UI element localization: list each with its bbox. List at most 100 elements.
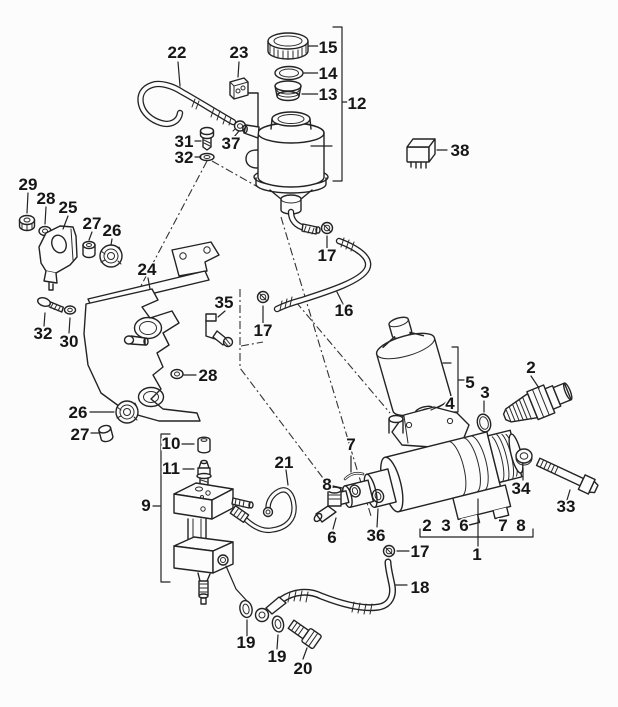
part-label-17b: 17 [254, 321, 273, 340]
washer-19a-drawing [239, 599, 253, 619]
part-label-28b: 28 [199, 366, 218, 385]
seal-ring-14-drawing [274, 65, 304, 81]
clamp-17c-drawing [382, 544, 396, 558]
reservoir-cap-15-drawing [267, 32, 309, 60]
clip-23-drawing [229, 77, 249, 100]
part-label-3: 3 [480, 383, 489, 402]
part-label-26a: 26 [103, 221, 122, 240]
part-label-27b: 27 [71, 425, 90, 444]
part-label-21: 21 [275, 453, 294, 472]
banjo-bolt-20-drawing [287, 619, 322, 650]
clamp-17b-drawing [256, 290, 270, 304]
part-label-17c: 17 [411, 542, 430, 561]
leader-lines [26, 45, 571, 660]
part-label-20: 20 [294, 659, 313, 678]
part-label-30: 30 [60, 332, 79, 351]
hose-18-drawing [254, 558, 396, 623]
bushing-27a-drawing [82, 240, 96, 259]
tube-22-drawing [137, 80, 237, 128]
part-label-13: 13 [319, 85, 338, 104]
part-label-36: 36 [367, 526, 386, 545]
part-label-17a: 17 [318, 246, 337, 265]
part-label-8: 8 [322, 475, 331, 494]
pump-body-drawing [329, 429, 524, 527]
part-label-27a: 27 [83, 214, 102, 233]
screw-31-drawing [199, 126, 215, 151]
bushing-27b-drawing [98, 424, 114, 443]
part-label-6: 6 [327, 528, 336, 547]
washer-30-drawing [63, 305, 77, 315]
part-label-31: 31 [175, 132, 194, 151]
part-label-4: 4 [445, 394, 455, 413]
group-bracket-1-drawing [419, 498, 534, 547]
bracket-9-drawing [160, 433, 171, 583]
insert-13-drawing [274, 80, 302, 102]
part-label-2: 2 [526, 358, 535, 377]
part-label-29: 29 [19, 175, 38, 194]
part-label-grp8: 8 [516, 516, 525, 535]
part-label-35: 35 [215, 293, 234, 312]
bracket-5-drawing [442, 346, 465, 413]
part-label-19b: 19 [268, 647, 287, 666]
part-label-1: 1 [472, 545, 481, 564]
part-label-19a: 19 [237, 633, 256, 652]
grommet-26b-drawing [115, 400, 139, 424]
bolt-33-drawing [535, 457, 599, 495]
part-label-16: 16 [335, 301, 354, 320]
part-label-18: 18 [411, 578, 430, 597]
part-label-14: 14 [319, 64, 338, 83]
washer-19b-drawing [271, 615, 285, 633]
ring-36-drawing [371, 488, 385, 504]
part-label-32a: 32 [175, 148, 194, 167]
part-label-15: 15 [319, 38, 338, 57]
relay-38-drawing [406, 138, 436, 169]
part-label-5: 5 [465, 373, 474, 392]
part-label-22: 22 [168, 43, 187, 62]
elbow-6-drawing [313, 486, 342, 523]
valve-block-9-drawing [173, 482, 254, 605]
pressure-switch-2-drawing [502, 382, 573, 423]
part-label-26b: 26 [69, 403, 88, 422]
part-label-9: 9 [141, 496, 150, 515]
part-label-7: 7 [346, 435, 355, 454]
oring-3-drawing [476, 413, 492, 433]
washer-28b-drawing [170, 368, 184, 380]
bracket-25-drawing [38, 225, 78, 291]
screw-32b-drawing [36, 296, 65, 313]
bracket-24-drawing [83, 241, 220, 422]
seal-7-drawing [343, 471, 365, 481]
part-label-grp6: 6 [459, 516, 468, 535]
part-label-10: 10 [162, 434, 181, 453]
nut-34-drawing [515, 448, 533, 466]
part-label-grp7: 7 [498, 516, 507, 535]
part-label-28a: 28 [37, 189, 56, 208]
part-label-24: 24 [138, 260, 157, 279]
part-label-33: 33 [557, 497, 576, 516]
line-21-drawing [229, 487, 297, 534]
grommet-26a-drawing [99, 244, 123, 268]
bracket-12-drawing [310, 26, 349, 182]
part-label-38: 38 [451, 141, 470, 160]
nut-29-drawing [18, 214, 36, 232]
clip-35-drawing [205, 313, 234, 348]
part-label-12: 12 [348, 94, 367, 113]
part-label-grp2: 2 [422, 516, 431, 535]
part-label-11: 11 [162, 459, 180, 478]
cap-10-drawing [197, 436, 211, 454]
pump-flange-drawing [388, 406, 470, 448]
assembly-axis-lines [133, 160, 391, 517]
part-label-grp3: 3 [441, 516, 450, 535]
washer-32-drawing [199, 152, 215, 162]
part-label-25: 25 [59, 198, 78, 217]
part-label-32b: 32 [34, 324, 53, 343]
accumulator-5-drawing [375, 316, 452, 430]
ring-8-drawing [349, 484, 361, 498]
clamp-17a-drawing [320, 221, 334, 235]
part-label-23: 23 [230, 43, 249, 62]
part-label-37: 37 [222, 134, 241, 153]
hose-16-drawing [273, 237, 372, 313]
part-label-34: 34 [512, 479, 531, 498]
